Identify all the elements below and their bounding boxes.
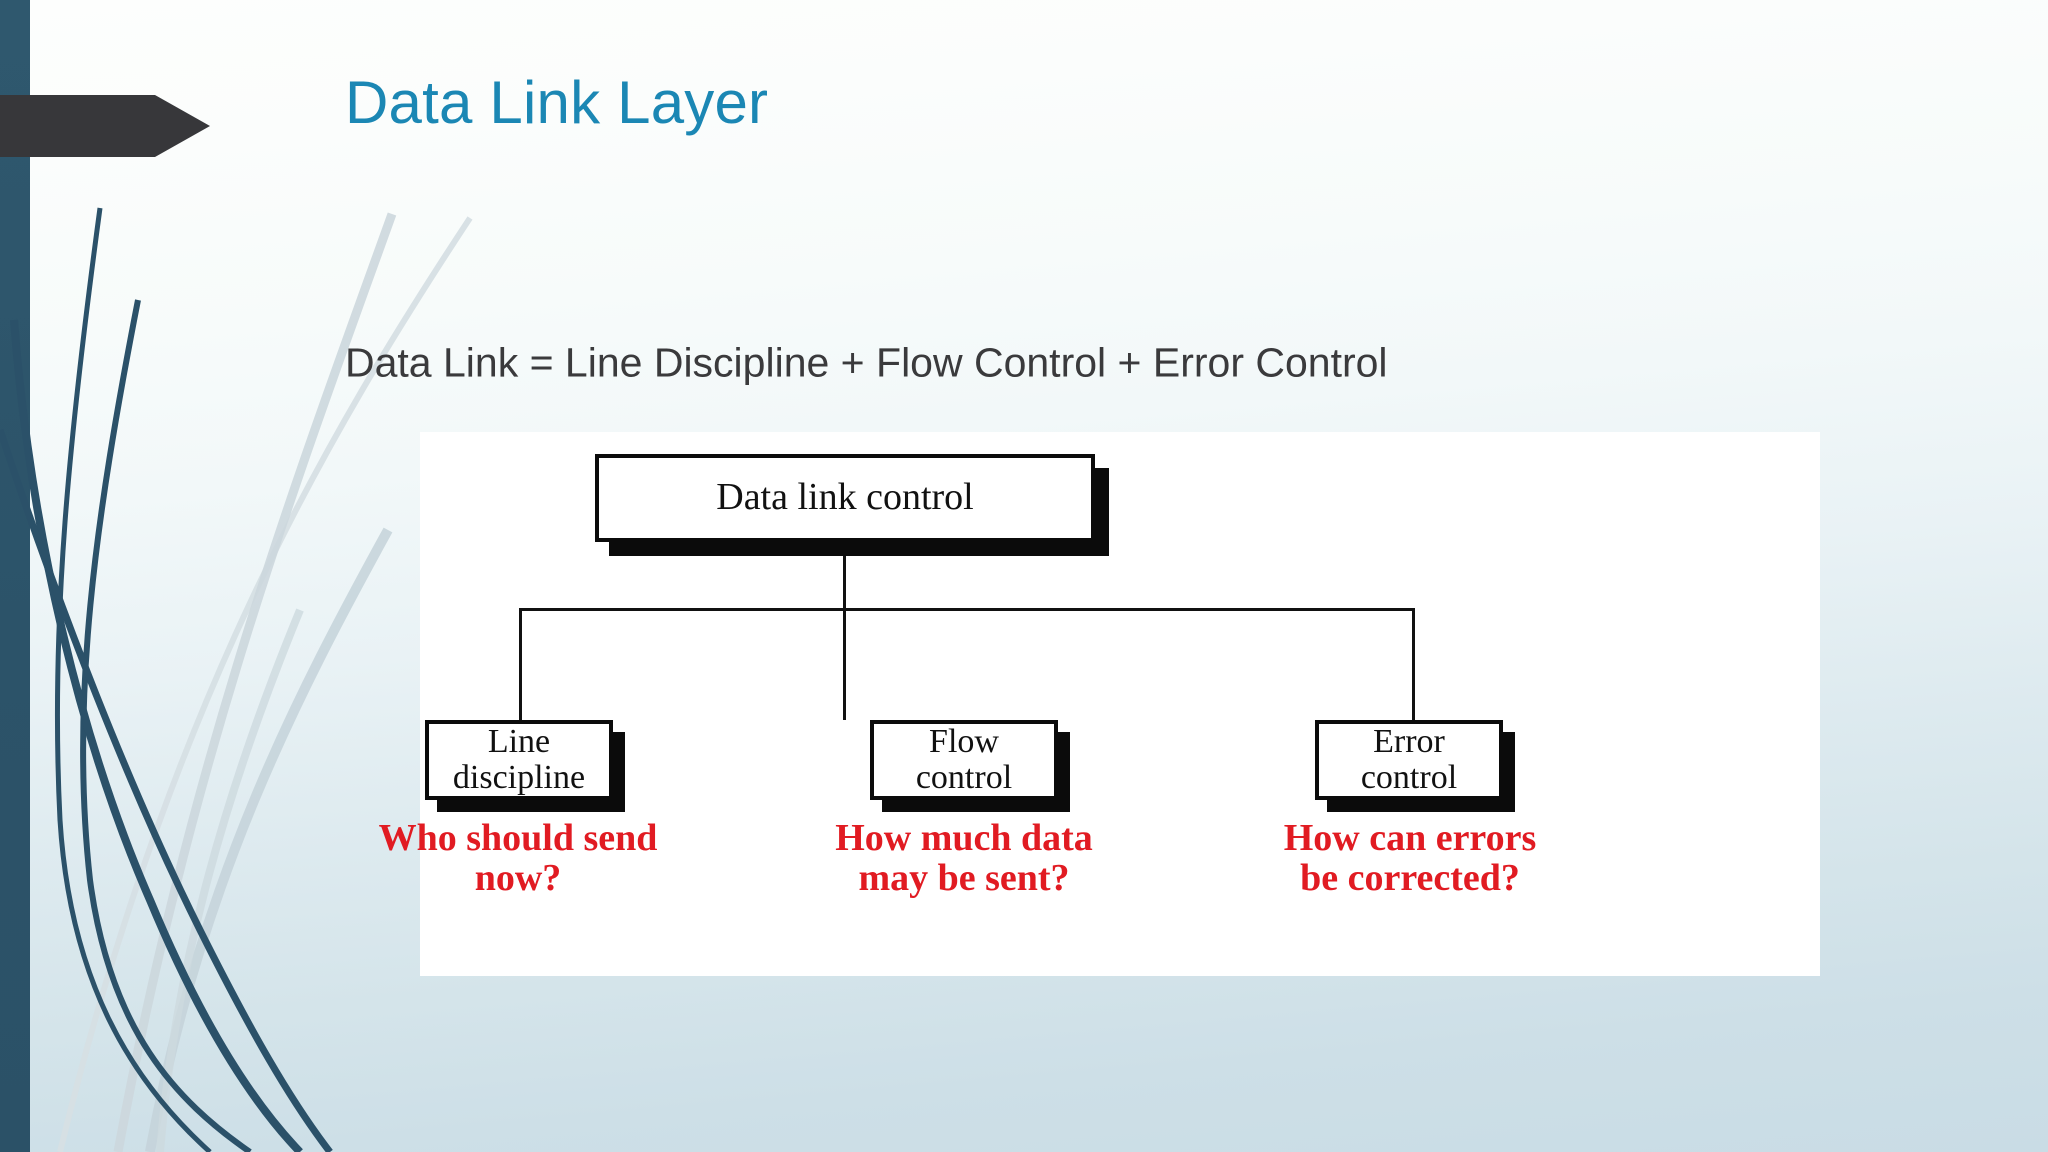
arrow-banner-shape xyxy=(0,95,210,157)
connector-drop-error-control xyxy=(1412,608,1415,720)
node-flow-control: Flow control xyxy=(870,720,1058,800)
caption-error-control-line1: How can errors xyxy=(1283,817,1537,859)
node-flow-control-label: Flow control xyxy=(916,724,1012,795)
node-flow-control-label-line1: Flow xyxy=(929,723,999,761)
connector-horizontal-bar xyxy=(519,608,1415,611)
node-error-control-label: Error control xyxy=(1361,724,1457,795)
node-line-discipline-label-line1: Line xyxy=(487,723,551,761)
node-line-discipline-label: Line discipline xyxy=(453,724,585,795)
caption-line-discipline: Who should send now? xyxy=(373,818,663,899)
caption-flow-control: How much data may be sent? xyxy=(819,818,1109,899)
node-error-control: Error control xyxy=(1315,720,1503,800)
diagram-panel: Data link control Line discipline Flow c… xyxy=(379,432,1820,976)
node-error-control-label-line1: Error xyxy=(1373,723,1445,761)
connector-drop-line-discipline xyxy=(519,608,522,720)
node-data-link-control: Data link control xyxy=(595,454,1095,542)
diagram-content: Data link control Line discipline Flow c… xyxy=(379,432,1820,976)
page-title: Data Link Layer xyxy=(345,69,769,136)
node-line-discipline-label-line2: discipline xyxy=(452,759,586,796)
connector-drop-flow-control xyxy=(843,608,846,720)
caption-line-discipline-line2: now? xyxy=(474,857,562,900)
caption-flow-control-line1: How much data xyxy=(835,817,1093,859)
node-data-link-control-label: Data link control xyxy=(716,476,974,519)
subtitle-text: Data Link = Line Discipline + Flow Contr… xyxy=(345,339,1388,386)
caption-line-discipline-line1: Who should send xyxy=(378,817,658,859)
caption-error-control-line2: be corrected? xyxy=(1300,857,1520,900)
node-line-discipline: Line discipline xyxy=(425,720,613,800)
connector-root-stem xyxy=(843,542,846,610)
node-error-control-label-line2: control xyxy=(1360,759,1458,796)
caption-error-control: How can errors be corrected? xyxy=(1265,818,1555,899)
left-accent-stripe xyxy=(0,0,30,1152)
node-flow-control-label-line2: control xyxy=(915,759,1013,796)
caption-flow-control-line2: may be sent? xyxy=(858,857,1070,900)
